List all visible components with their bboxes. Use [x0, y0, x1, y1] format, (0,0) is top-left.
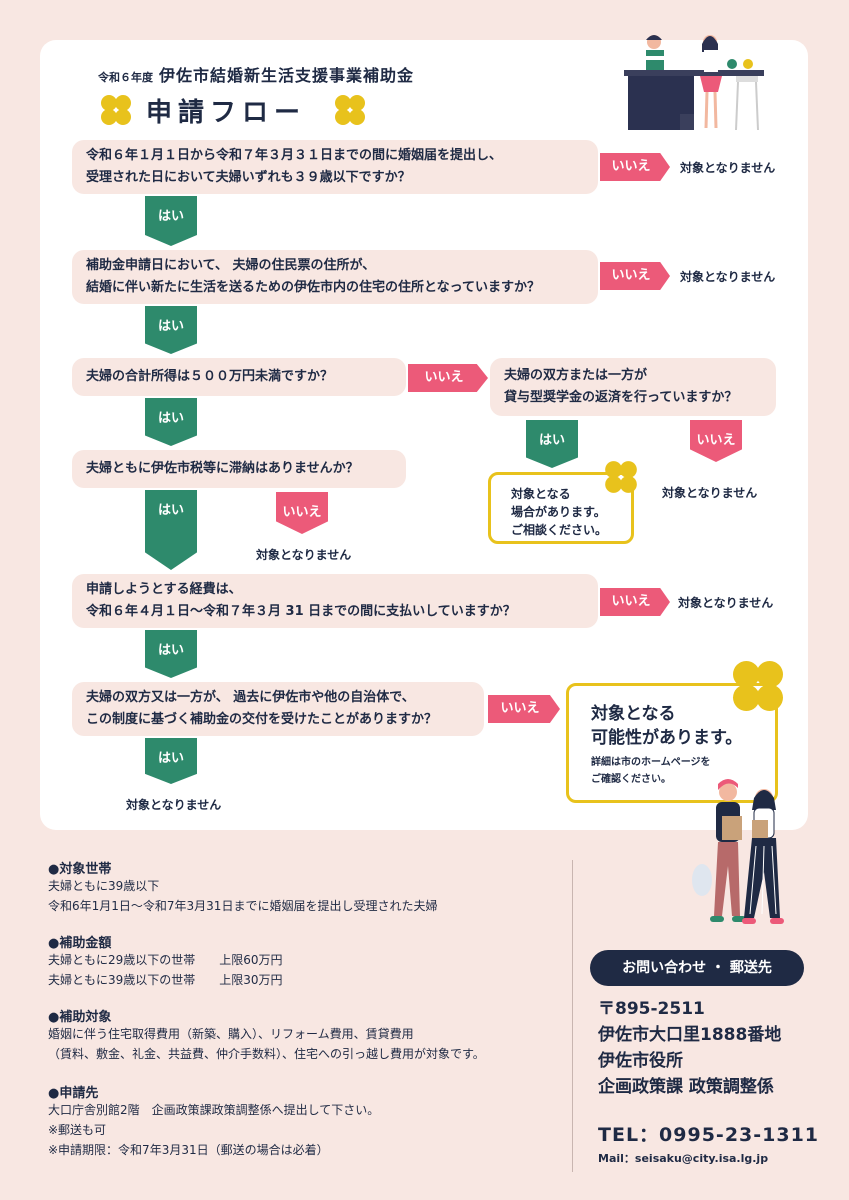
question-5: 申請しようとする経費は、 令和６年４月１日～令和７年３月 31 日までの間に支払… [72, 574, 598, 628]
amount-text: 夫婦ともに29歳以下の世帯 上限60万円 夫婦ともに39歳以下の世帯 上限30万… [48, 950, 283, 990]
scope-heading: ●補助対象 [48, 1010, 112, 1025]
q4-line1: 夫婦ともに伊佐市税等に滞納はありませんか？ [86, 461, 359, 476]
target-text: 夫婦ともに39歳以下 令和6年1月1日～令和7年3月31日までに婚姻届を提出し受… [48, 876, 437, 916]
consult-line1: 対象となる [511, 487, 571, 501]
q6-line1: 夫婦の双方又は一方が、 過去に伊佐市や他の自治体で、 [86, 690, 415, 705]
target-line: 令和6年1月1日～令和7年3月31日までに婚姻届を提出し受理された夫婦 [48, 899, 438, 913]
mail: Mail：seisaku@city.isa.lg.jp [598, 1152, 769, 1165]
q5-no-arrow: いいえ [600, 588, 670, 616]
q2-yes-arrow: はい [145, 306, 197, 354]
q3-line1: 夫婦の合計所得は５００万円未満ですか？ [86, 369, 334, 384]
q1-not-eligible: 対象となりません [680, 161, 776, 175]
office-name: 伊佐市役所 [598, 1051, 683, 1071]
apply-text: 大口庁舎別館2階 企画政策課政策調整係へ提出して下さい。 ※郵送も可 ※申請期限… [48, 1100, 379, 1160]
apply-heading: ●申請先 [48, 1086, 99, 1101]
tel: TEL：0995-23-1311 [598, 1124, 820, 1146]
q4-yes-arrow: はい [145, 490, 197, 570]
q1-line2: 受理された日において夫婦いずれも３９歳以下ですか？ [86, 170, 411, 185]
year-label: 令和６年度 [98, 71, 153, 84]
contact-label: お問い合わせ ・ 郵送先 [590, 950, 804, 986]
q3b-yes-arrow: はい [526, 420, 578, 468]
scope-line: 婚姻に伴う住宅取得費用（新築、購入）、リフォーム費用、賃貸費用 [48, 1027, 414, 1041]
q5-line1: 申請しようとする経費は、 [86, 582, 242, 597]
couple-kitchen-illustration [624, 35, 764, 131]
amount-line: 夫婦ともに39歳以下の世帯 上限30万円 [48, 973, 283, 987]
eligible-line1: 対象となる [591, 704, 676, 724]
q2-no-arrow: いいえ [600, 262, 670, 290]
q6-no-arrow: いいえ [488, 695, 560, 723]
flower-icon [335, 95, 365, 125]
couple-shopping-illustration [692, 779, 784, 924]
address: 伊佐市大口里1888番地 [598, 1025, 782, 1045]
eligible-line4: ご確認ください。 [591, 774, 671, 785]
target-line: 夫婦ともに39歳以下 [48, 879, 160, 893]
question-4: 夫婦ともに伊佐市税等に滞納はありませんか？ [72, 450, 406, 488]
apply-line: 大口庁舎別館2階 企画政策課政策調整係へ提出して下さい。 [48, 1103, 380, 1117]
flower-icon [605, 461, 637, 493]
amount-line: 夫婦ともに29歳以下の世帯 上限60万円 [48, 953, 283, 967]
q1-no-arrow: いいえ [600, 153, 670, 181]
q4-not-eligible: 対象となりません [256, 548, 352, 562]
question-3: 夫婦の合計所得は５００万円未満ですか？ [72, 358, 406, 396]
amount-heading: ●補助金額 [48, 936, 112, 951]
apply-line: ※申請期限：令和7年3月31日（郵送の場合は必着） [48, 1143, 329, 1157]
q2-not-eligible: 対象となりません [680, 270, 776, 284]
question-1: 令和６年１月１日から令和７年３月３１日までの間に婚姻届を提出し、 受理された日に… [72, 140, 598, 194]
q3-yes-arrow: はい [145, 398, 197, 446]
program-name: 伊佐市結婚新生活支援事業補助金 [159, 66, 415, 85]
q6-yes-arrow: はい [145, 738, 197, 784]
q2-line2: 結婚に伴い新たに生活を送るための伊佐市内の住宅の住所となっていますか？ [86, 280, 540, 295]
flower-icon [733, 661, 783, 711]
postal-code: 〒895-2511 [598, 999, 705, 1019]
q3b-line1: 夫婦の双方または一方が [504, 368, 648, 383]
scope-line: （賃料、敷金、礼金、共益費、仲介手数料）、住宅への引っ越し費用が対象です。 [48, 1047, 485, 1061]
q3-no-arrow: いいえ [408, 364, 488, 392]
q3b-line2: 貸与型奨学金の返済を行っていますか？ [504, 390, 738, 405]
q6-line2: この制度に基づく補助金の交付を受けたことがありますか？ [86, 712, 438, 727]
question-3b: 夫婦の双方または一方が 貸与型奨学金の返済を行っていますか？ [490, 358, 776, 416]
question-6: 夫婦の双方又は一方が、 過去に伊佐市や他の自治体で、 この制度に基づく補助金の交… [72, 682, 484, 736]
q6-not-eligible: 対象となりません [126, 798, 222, 812]
q5-yes-arrow: はい [145, 630, 197, 678]
q1-yes-arrow: はい [145, 196, 197, 246]
eligible-line2: 可能性があります。 [591, 728, 743, 748]
flower-icon [101, 95, 131, 125]
department: 企画政策課 政策調整係 [598, 1077, 774, 1097]
q5-line2: 令和６年４月１日～令和７年３月 31 日までの間に支払いしていますか？ [86, 604, 516, 619]
consult-line3: ご相談ください。 [511, 523, 608, 537]
eligible-line3: 詳細は市のホームページを [591, 757, 711, 768]
page-title: 申請フロー [146, 98, 307, 128]
question-2: 補助金申請日において、 夫婦の住民票の住所が、 結婚に伴い新たに生活を送るための… [72, 250, 598, 304]
q2-line1: 補助金申請日において、 夫婦の住民票の住所が、 [86, 258, 376, 273]
consult-line2: 場合があります。 [511, 505, 606, 519]
target-heading: ●対象世帯 [48, 862, 112, 877]
scope-text: 婚姻に伴う住宅取得費用（新築、購入）、リフォーム費用、賃貸費用 （賃料、敷金、礼… [48, 1024, 485, 1064]
apply-line: ※郵送も可 [48, 1123, 107, 1137]
section-divider [572, 860, 573, 1172]
q5-not-eligible: 対象となりません [678, 596, 774, 610]
q3b-not-eligible: 対象となりません [662, 486, 758, 500]
q1-line1: 令和６年１月１日から令和７年３月３１日までの間に婚姻届を提出し、 [86, 148, 503, 163]
program-title: 令和６年度伊佐市結婚新生活支援事業補助金 [98, 62, 414, 86]
